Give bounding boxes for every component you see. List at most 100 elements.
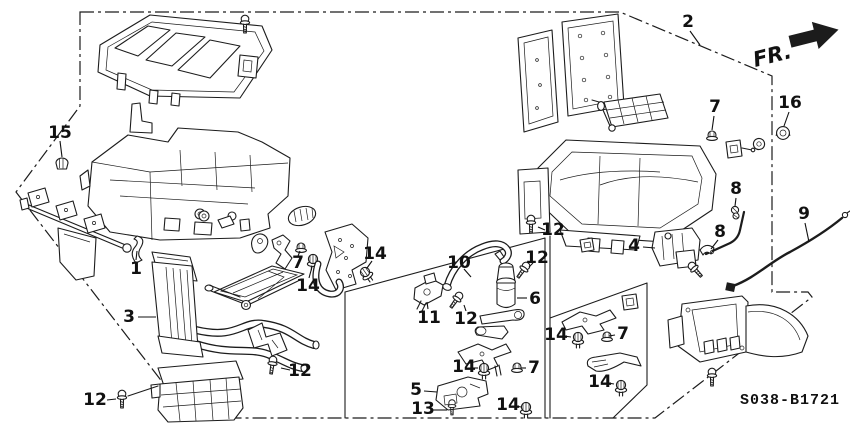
leader-line-12 [106,398,117,401]
callout-8-5[interactable]: 8 [714,222,726,242]
fr-direction-indicator: FR. [750,21,839,72]
callout-12-16[interactable]: 12 [541,220,565,240]
callout-2-1[interactable]: 2 [682,12,694,32]
screw-12-a [116,389,128,409]
nut-7-d [601,331,613,342]
pipe-bracket-part [247,322,288,357]
leader-line-8 [710,239,719,250]
grid-tray-part [591,93,669,132]
callout-7-27[interactable]: 7 [617,324,629,344]
crank-lever-c [457,343,512,377]
callout-8-4[interactable]: 8 [730,179,742,199]
callout-14-13[interactable]: 14 [296,276,320,296]
leader-line-11 [426,301,429,310]
bracket-5-part [435,376,489,411]
callout-11-19[interactable]: 11 [417,308,441,328]
lower-case-part [517,139,717,255]
callout-9-6[interactable]: 9 [798,204,810,224]
callout-7-12[interactable]: 7 [292,253,304,273]
callout-14-26[interactable]: 14 [544,325,568,345]
grommet-16-part [775,126,791,140]
nut-7-c [511,362,523,373]
leader-line-16 [783,111,790,127]
leader-line-12 [463,304,467,312]
fr-label: FR. [750,39,794,72]
seal-plate-small-part [517,29,559,133]
fr-arrow-icon [788,21,839,50]
leader-line-14 [515,405,522,408]
callout-14-21[interactable]: 14 [452,357,476,377]
lower-duct-part [667,295,809,363]
diagram-code: S038-B1721 [740,392,840,409]
callout-15-0[interactable]: 15 [48,123,72,143]
gasket-plate-part [312,223,369,298]
leader-line-5 [423,390,438,393]
valve-6-part [494,250,516,309]
hook-clip-part [131,235,144,264]
callout-7-22[interactable]: 7 [528,358,540,378]
leader-line-12 [280,367,291,371]
leader-line-7 [297,250,301,257]
callout-7-2[interactable]: 7 [709,97,721,117]
leader-line-14 [366,260,373,269]
leader-line-15 [59,140,63,158]
nut-8-part [730,205,740,220]
leader-line-2 [689,30,701,46]
lever-arm-b [474,325,509,340]
evaporator-panel-part [204,265,305,311]
callout-10-15[interactable]: 10 [447,253,471,273]
valve-11-part [413,272,444,312]
s-lever-part [586,352,642,372]
washer-part [752,137,766,151]
crank-lever-d [561,309,617,335]
callout-6-18[interactable]: 6 [529,289,541,309]
duct-screw [706,367,718,387]
callout-12-10[interactable]: 12 [83,390,107,410]
heater-case-part [79,102,317,241]
callout-14-28[interactable]: 14 [588,372,612,392]
leader-line-8 [734,197,737,207]
screw-12-d [446,289,466,311]
clamp-8-part [699,244,715,256]
phantom-border [15,11,813,419]
mount-rod-part [19,187,132,281]
leader-lines [59,30,810,411]
screw-13 [447,399,457,416]
clip-pin-part [725,139,756,159]
callout-1-8[interactable]: 1 [130,259,142,279]
grommet-15-part [55,157,69,170]
case-clips [198,210,251,232]
callout-12-20[interactable]: 12 [454,309,478,329]
leader-line-10 [463,268,472,278]
callout-13-24[interactable]: 13 [411,399,435,419]
callout-5-23[interactable]: 5 [410,380,422,400]
bent-rod-part [704,210,746,256]
grommet-7-a [295,242,307,253]
foot-duct-part [127,360,244,423]
leader-line-9 [804,222,810,243]
leader-line-7 [711,115,715,131]
callout-16-3[interactable]: 16 [778,93,802,113]
callout-12-17[interactable]: 12 [525,248,549,268]
fastener-14-c [477,362,491,380]
mode-lever-parts [251,233,293,270]
fastener-14-f [614,379,628,397]
leader-line-12 [528,262,534,268]
sub-group-frame [344,235,648,419]
clip-small-a [579,237,595,253]
callout-14-25[interactable]: 14 [496,395,520,415]
heater-cover-part [97,14,273,107]
callout-4-7[interactable]: 4 [628,236,640,256]
callout-12-11[interactable]: 12 [288,361,312,381]
control-cable-part [725,210,850,292]
callout-3-9[interactable]: 3 [123,307,135,327]
leader-line-4 [642,246,656,249]
leader-line-14 [308,266,313,279]
callout-14-14[interactable]: 14 [363,244,387,264]
leader-line-7 [608,334,616,337]
grommet-7-b [706,130,718,141]
leader-line-12 [537,226,546,231]
leader-line-14 [563,335,572,338]
